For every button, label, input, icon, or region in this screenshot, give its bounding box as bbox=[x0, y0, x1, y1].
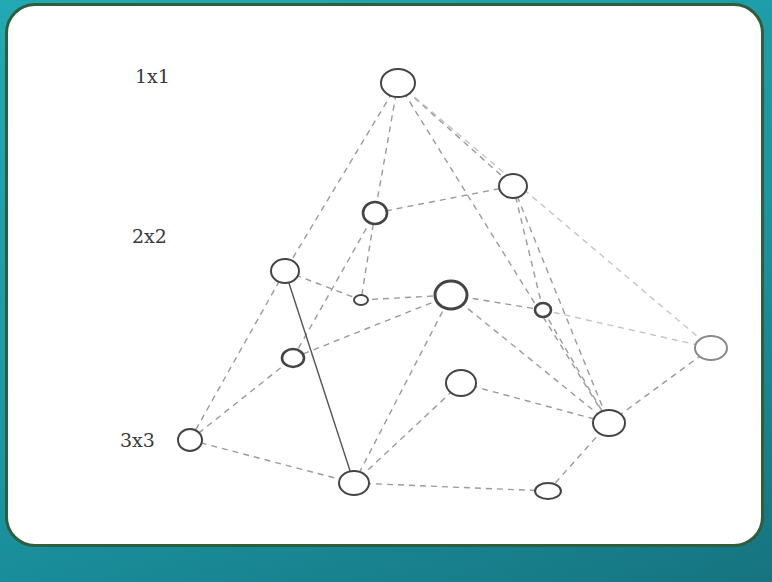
grid-circle bbox=[271, 259, 299, 283]
level-label: 3x3 bbox=[120, 430, 155, 451]
grid-circle bbox=[499, 174, 527, 198]
dashed-link bbox=[461, 383, 609, 423]
grid-circle bbox=[535, 483, 561, 499]
dashed-link bbox=[543, 310, 711, 348]
dashed-link bbox=[513, 186, 609, 423]
dashed-link bbox=[398, 83, 711, 348]
solid-link bbox=[285, 271, 354, 483]
pyramid-illustration bbox=[8, 6, 764, 547]
dashed-link bbox=[451, 295, 609, 423]
dashed-links bbox=[190, 83, 711, 491]
grid-circle bbox=[435, 281, 467, 309]
grid-circle bbox=[354, 295, 368, 305]
dashed-link bbox=[354, 483, 548, 491]
dashed-link bbox=[190, 358, 293, 440]
dashed-link bbox=[361, 213, 375, 300]
dashed-link bbox=[609, 348, 711, 423]
level-label: 1x1 bbox=[135, 66, 170, 87]
drawing-panel: 1x1 2x2 3x3 bbox=[5, 3, 764, 547]
dashed-link bbox=[543, 310, 609, 423]
dashed-link bbox=[293, 213, 375, 358]
dashed-link bbox=[375, 83, 398, 213]
grid-circle bbox=[695, 336, 727, 360]
dashed-link bbox=[293, 295, 451, 358]
dashed-link bbox=[375, 186, 513, 213]
grid-circle bbox=[446, 370, 476, 396]
dashed-link bbox=[190, 440, 354, 483]
dashed-link bbox=[354, 295, 451, 483]
dashed-link bbox=[398, 83, 609, 423]
dashed-link bbox=[285, 83, 398, 271]
dashed-link bbox=[190, 271, 285, 440]
grid-circle bbox=[381, 69, 415, 97]
grid-circle bbox=[593, 410, 625, 436]
grid-circle bbox=[339, 471, 369, 495]
grid-circles bbox=[178, 69, 727, 499]
level-label: 2x2 bbox=[132, 226, 167, 247]
grid-circle bbox=[178, 429, 202, 451]
grid-circle bbox=[363, 202, 387, 224]
grid-circle bbox=[535, 303, 551, 317]
grid-circle bbox=[282, 349, 304, 367]
dashed-link bbox=[354, 383, 461, 483]
